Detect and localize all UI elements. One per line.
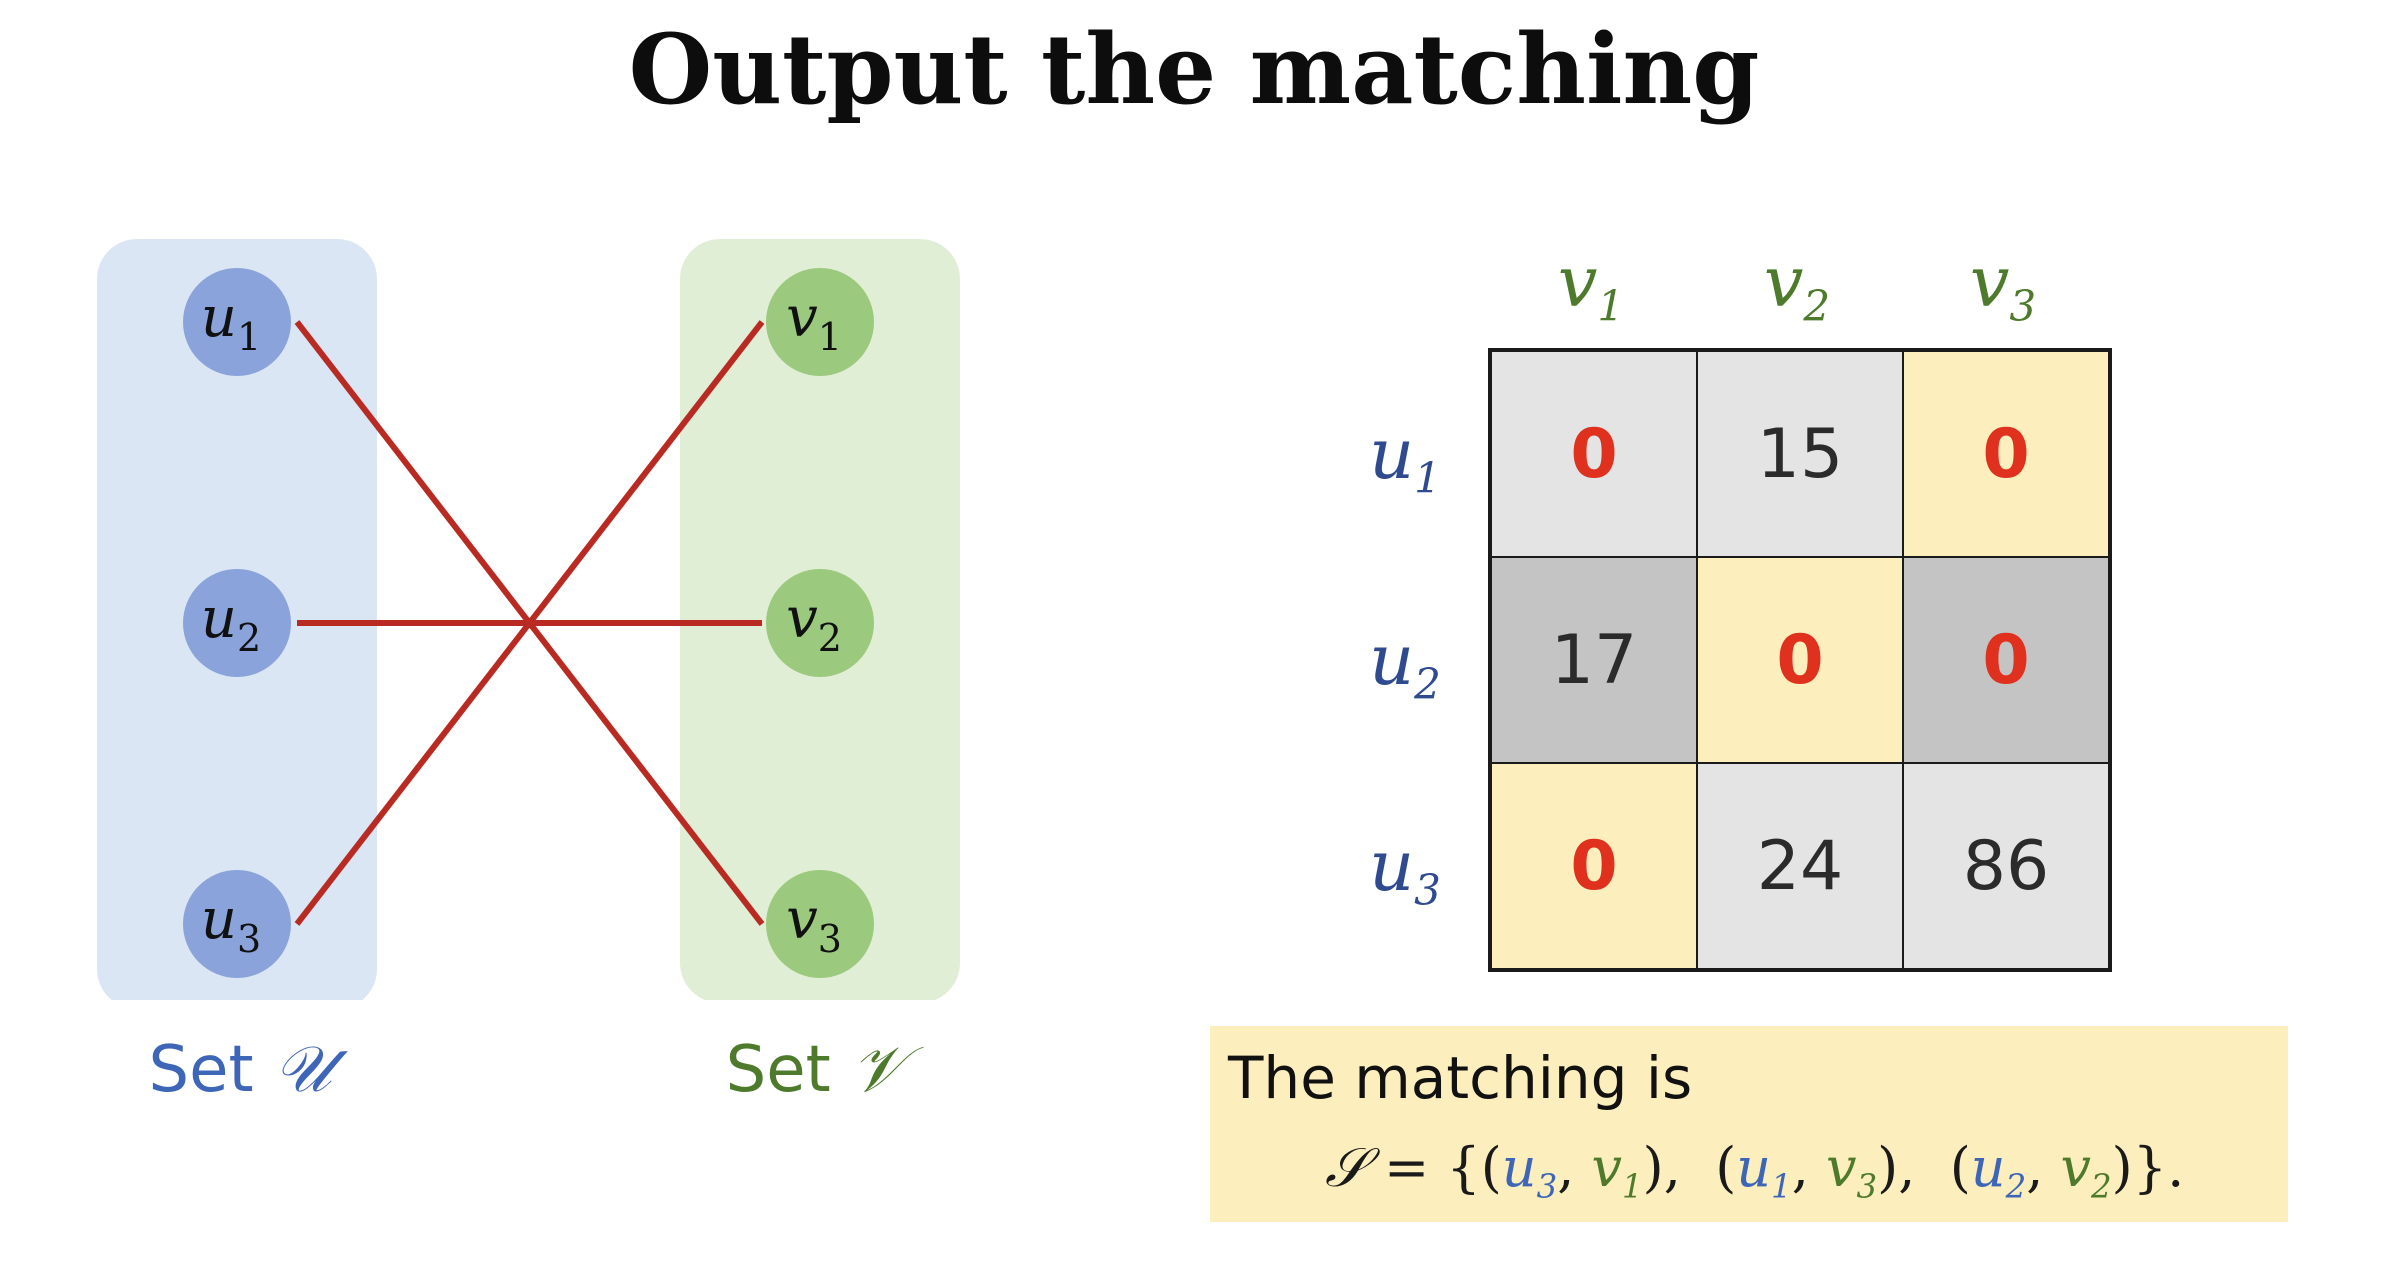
matrix-col-header: v2	[1763, 241, 1831, 331]
matrix-row-header: u2	[1369, 619, 1441, 709]
matrix-cell: 0	[1903, 351, 2109, 557]
matrix-col-header: v1	[1557, 241, 1625, 331]
node-circle	[766, 870, 874, 978]
cost-matrix: 0 15 0 17 0 0 0 24 86	[1488, 348, 2112, 972]
matching-result-box: The matching is 𝒮 = {(u3, v1), (u1, v3),…	[1210, 1026, 2288, 1222]
matrix-cell: 24	[1697, 763, 1903, 969]
set-u-label-text: Set	[148, 1033, 254, 1107]
bipartite-graph: u1 u2 u3 v1 v2 v3	[97, 239, 960, 1000]
graph-node-u3: u3	[183, 870, 291, 978]
matching-formula: 𝒮 = {(u3, v1), (u1, v3), (u2, v2)}.	[1325, 1136, 2185, 1206]
node-circle	[766, 569, 874, 677]
graph-node-v3: v3	[766, 870, 874, 978]
node-circle	[766, 268, 874, 376]
node-circle	[183, 569, 291, 677]
node-circle	[183, 268, 291, 376]
matrix-cell: 0	[1697, 557, 1903, 763]
matrix-cell: 0	[1903, 557, 2109, 763]
node-label: u2	[201, 586, 261, 660]
set-v-label: Set 𝒱	[665, 1020, 965, 1120]
matrix-row-header: u1	[1369, 413, 1441, 503]
graph-edge-u3-v1	[294, 320, 765, 926]
page-title: Output the matching	[628, 13, 1760, 126]
set-v-symbol: 𝒱	[851, 1033, 905, 1107]
matrix-col-header: v3	[1969, 241, 2037, 331]
matrix-cell: 86	[1903, 763, 2109, 969]
matrix-cell: 15	[1697, 351, 1903, 557]
graph-node-u2: u2	[183, 569, 291, 677]
set-v-label-text: Set	[725, 1033, 831, 1107]
matching-caption: The matching is	[1228, 1044, 1693, 1112]
graph-node-v2: v2	[766, 569, 874, 677]
matrix-cell: 0	[1491, 351, 1697, 557]
set-u-symbol: 𝒰	[273, 1033, 332, 1107]
matrix-cell: 0	[1491, 763, 1697, 969]
node-circle	[183, 870, 291, 978]
set-u-label: Set 𝒰	[90, 1020, 390, 1120]
graph-node-u1: u1	[183, 268, 291, 376]
matrix-row-header: u3	[1369, 825, 1441, 915]
matrix-cell: 17	[1491, 557, 1697, 763]
graph-node-v1: v1	[766, 268, 874, 376]
set-s-symbol: 𝒮	[1325, 1136, 1367, 1199]
